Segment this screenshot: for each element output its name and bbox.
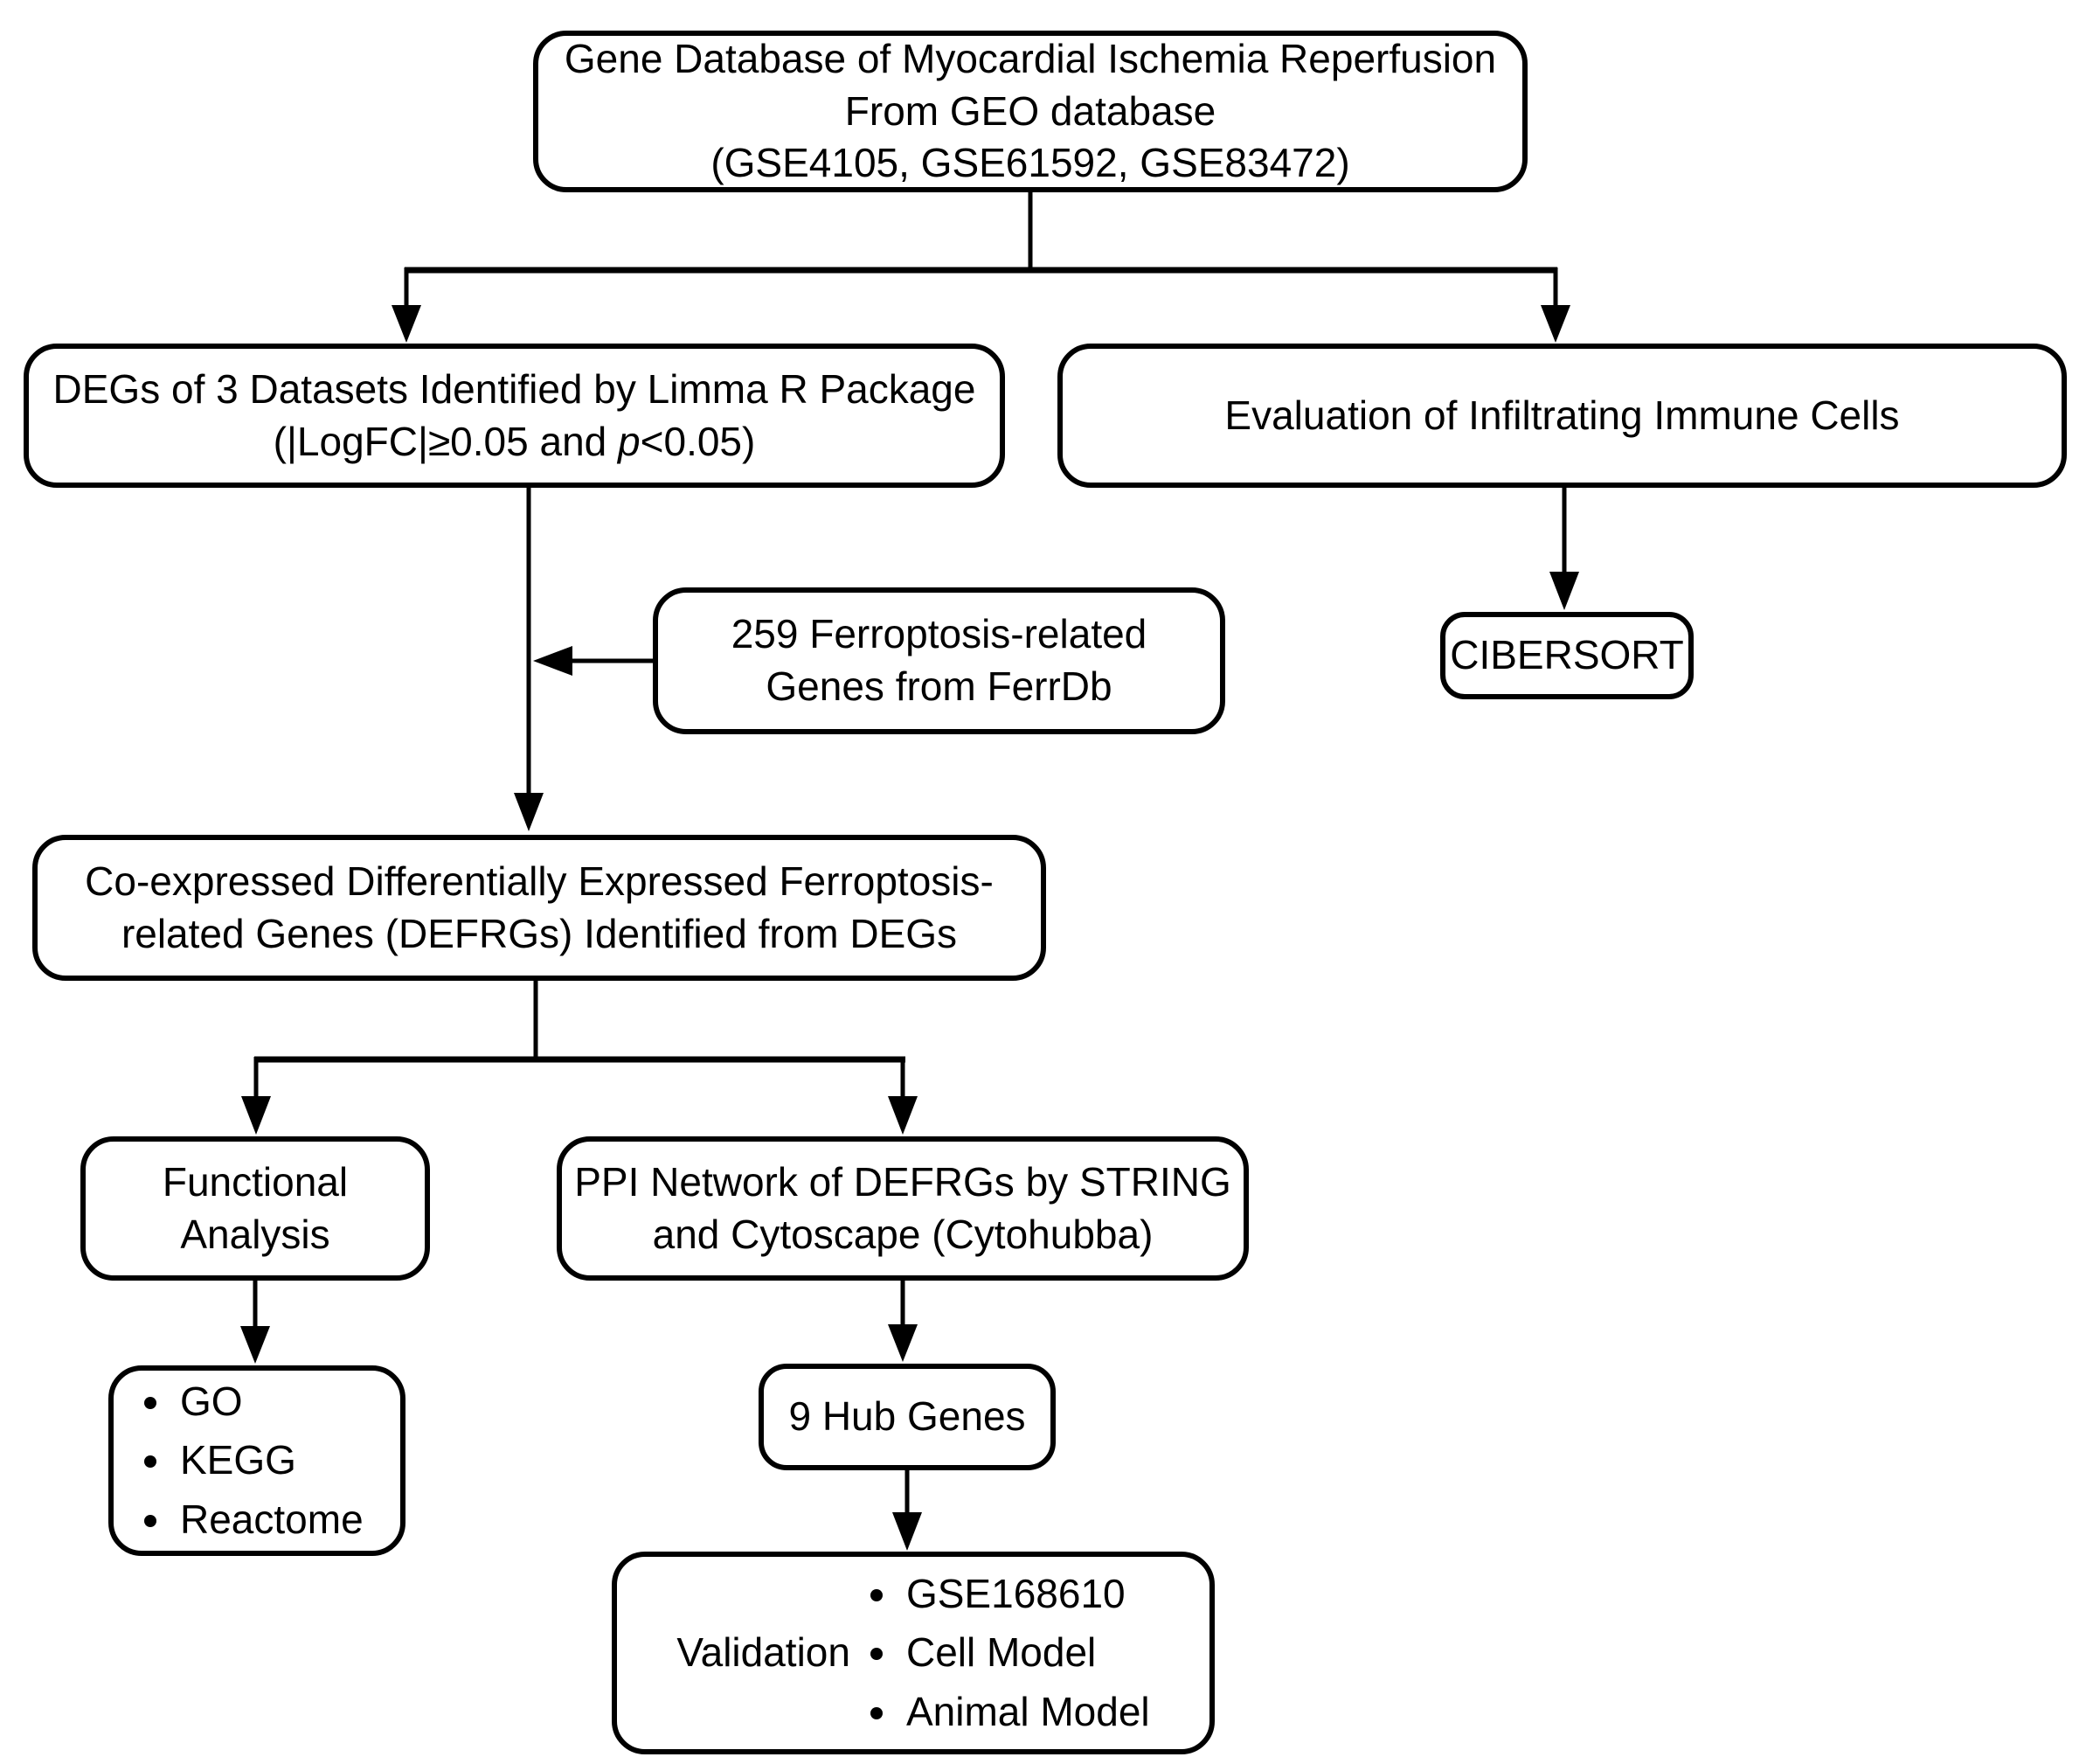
validation-list: GSE168610 Cell Model Animal Model — [856, 1565, 1150, 1740]
cibersort-label: CIBERSORT — [1450, 632, 1684, 678]
functional-tool-kegg: KEGG — [175, 1431, 364, 1490]
node-defrgs: Co-expressed Differentially Expressed Fe… — [32, 835, 1046, 981]
edge-split-to-degs-arrow — [392, 267, 421, 343]
validation-item-gse168610: GSE168610 — [901, 1565, 1150, 1623]
node-degs: DEGs of 3 Datasets Identified by Limma R… — [24, 344, 1005, 488]
degs-threshold-suffix: <0.05) — [640, 418, 756, 464]
edge-hub-to-validation-arrow — [892, 1469, 922, 1551]
gene-database-line-2: From GEO database — [844, 87, 1216, 134]
edge-split-to-ppi-arrow — [888, 1057, 918, 1135]
edge-split-to-functional-arrow — [241, 1057, 271, 1135]
edge-degs-to-defrgs-arrow — [514, 487, 544, 831]
node-immune-evaluation: Evaluation of Infiltrating Immune Cells — [1057, 344, 2067, 488]
immune-evaluation-label: Evaluation of Infiltrating Immune Cells — [1224, 392, 1900, 438]
edge-immune-eval-to-cibersort-arrow — [1549, 487, 1579, 610]
degs-threshold-prefix: (|LogFC|≥0.05 and — [273, 418, 619, 464]
hub-genes-label: 9 Hub Genes — [788, 1393, 1026, 1440]
node-gene-database: Gene Database of Myocardial Ischemia Rep… — [533, 31, 1528, 192]
functional-analysis-line-2: Analysis — [180, 1211, 330, 1257]
functional-tools-list: GO KEGG Reactome — [122, 1372, 364, 1548]
node-functional-tools: GO KEGG Reactome — [108, 1365, 405, 1556]
edge-split-to-immune-eval-arrow — [1541, 267, 1570, 343]
edge-ferrdb-to-degs-line-arrow — [533, 646, 653, 676]
ferrdb-line-1: 259 Ferroptosis-related — [731, 611, 1147, 657]
gene-database-line-3: (GSE4105, GSE61592, GSE83472) — [710, 140, 1350, 186]
validation-item-cell-model: Cell Model — [901, 1623, 1150, 1682]
node-ppi-network: PPI Network of DEFRGs by STRING and Cyto… — [557, 1136, 1249, 1281]
gene-database-line-1: Gene Database of Myocardial Ischemia Rep… — [564, 35, 1497, 81]
ferrdb-line-2: Genes from FerrDb — [766, 663, 1112, 709]
edge-functional-to-tools-arrow — [240, 1280, 270, 1364]
ppi-network-line-1: PPI Network of DEFRGs by STRING — [574, 1158, 1231, 1205]
validation-item-animal-model: Animal Model — [901, 1683, 1150, 1741]
functional-analysis-line-1: Functional — [162, 1158, 349, 1205]
defrgs-line-2: related Genes (DEFRGs) Identified from D… — [121, 910, 958, 956]
defrgs-line-1: Co-expressed Differentially Expressed Fe… — [85, 858, 994, 904]
node-validation: Validation GSE168610 Cell Model Animal M… — [612, 1552, 1215, 1754]
degs-p-symbol: p — [618, 418, 641, 464]
degs-line-2: (|LogFC|≥0.05 and p<0.05) — [274, 416, 756, 469]
functional-tool-go: GO — [175, 1372, 364, 1431]
degs-line-1: DEGs of 3 Datasets Identified by Limma R… — [52, 365, 976, 412]
functional-tool-reactome: Reactome — [175, 1490, 364, 1549]
edge-ppi-to-hub-arrow — [888, 1280, 918, 1362]
node-cibersort: CIBERSORT — [1440, 612, 1694, 699]
validation-label: Validation — [676, 1629, 850, 1676]
node-ferrdb-genes: 259 Ferroptosis-related Genes from FerrD… — [653, 587, 1225, 734]
node-hub-genes: 9 Hub Genes — [759, 1364, 1056, 1470]
node-functional-analysis: Functional Analysis — [80, 1136, 430, 1281]
ppi-network-line-2: and Cytoscape (Cytohubba) — [652, 1211, 1154, 1257]
